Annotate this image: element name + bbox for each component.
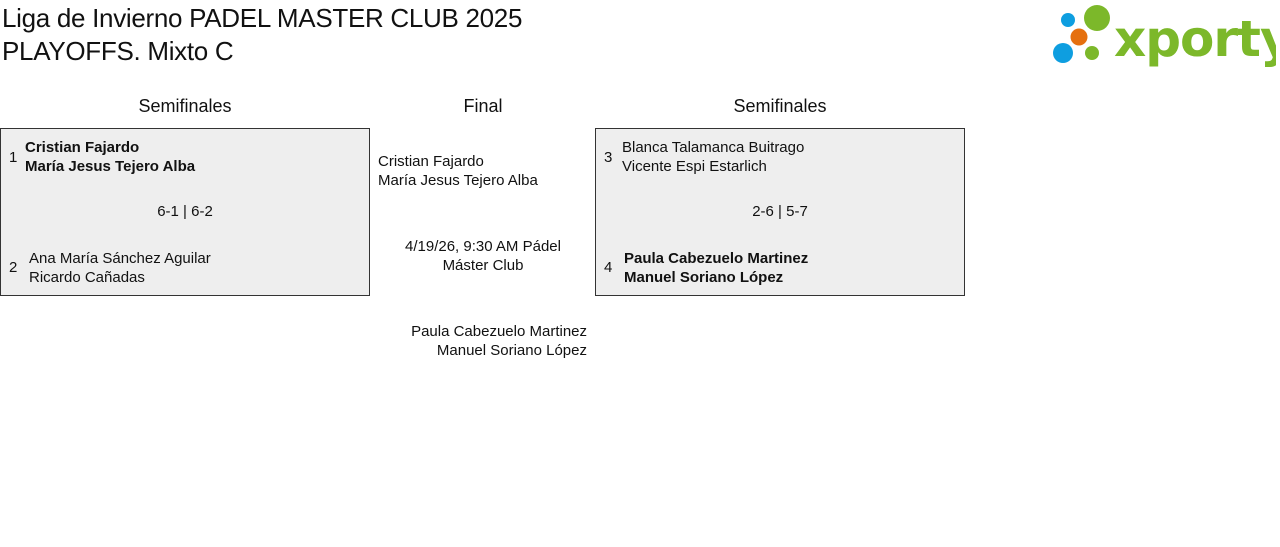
title-line-2: PLAYOFFS. Mixto C xyxy=(2,36,234,66)
svg-text:xporty: xporty xyxy=(1114,10,1276,68)
team-winner: Cristian Fajardo María Jesus Tejero Alba xyxy=(25,138,195,176)
page-title: Liga de Invierno PADEL MASTER CLUB 2025 … xyxy=(2,2,522,68)
final-schedule: 4/19/26, 9:30 AM Pádel Máster Club xyxy=(405,238,561,274)
player-name: Manuel Soriano López xyxy=(624,269,784,286)
seed-number: 4 xyxy=(604,259,613,276)
seed-number: 2 xyxy=(9,259,18,276)
title-line-1: Liga de Invierno PADEL MASTER CLUB 2025 xyxy=(2,3,523,33)
seed-number: 3 xyxy=(604,149,613,166)
final-team-2: Paula Cabezuelo Martinez Manuel Soriano … xyxy=(378,322,587,360)
team: Ana María Sánchez Aguilar Ricardo Cañada… xyxy=(29,249,211,287)
team: Blanca Talamanca Buitrago Vicente Espi E… xyxy=(622,138,804,176)
column-header-final: Final xyxy=(463,96,503,116)
player-name: Manuel Soriano López xyxy=(436,342,587,359)
semifinal-match-1[interactable]: 1 Cristian Fajardo María Jesus Tejero Al… xyxy=(0,128,370,296)
match-score: 6-1 | 6-2 xyxy=(157,203,213,220)
seed-number: 1 xyxy=(9,149,18,166)
column-header-left: Semifinales xyxy=(138,96,232,116)
player-name: Ana María Sánchez Aguilar xyxy=(29,250,211,267)
team-winner: Paula Cabezuelo Martinez Manuel Soriano … xyxy=(624,249,808,287)
xporty-logo[interactable]: xporty xyxy=(1050,4,1280,68)
column-header-right: Semifinales xyxy=(733,96,827,116)
logo-dots-icon: xporty xyxy=(1053,5,1280,68)
semifinal-match-2[interactable]: 3 Blanca Talamanca Buitrago Vicente Espi… xyxy=(595,128,965,296)
player-name: Cristian Fajardo xyxy=(25,139,140,156)
final-team-1: Cristian Fajardo María Jesus Tejero Alba xyxy=(378,152,538,190)
match-score: 2-6 | 5-7 xyxy=(752,203,808,220)
player-name: Paula Cabezuelo Martinez xyxy=(411,323,587,340)
player-name: María Jesus Tejero Alba xyxy=(378,172,538,189)
player-name: María Jesus Tejero Alba xyxy=(25,158,196,175)
player-name: Vicente Espi Estarlich xyxy=(622,158,767,175)
player-name: Ricardo Cañadas xyxy=(29,269,145,286)
player-name: Paula Cabezuelo Martinez xyxy=(624,250,809,267)
player-name: Cristian Fajardo xyxy=(378,153,484,170)
player-name: Blanca Talamanca Buitrago xyxy=(622,139,805,156)
